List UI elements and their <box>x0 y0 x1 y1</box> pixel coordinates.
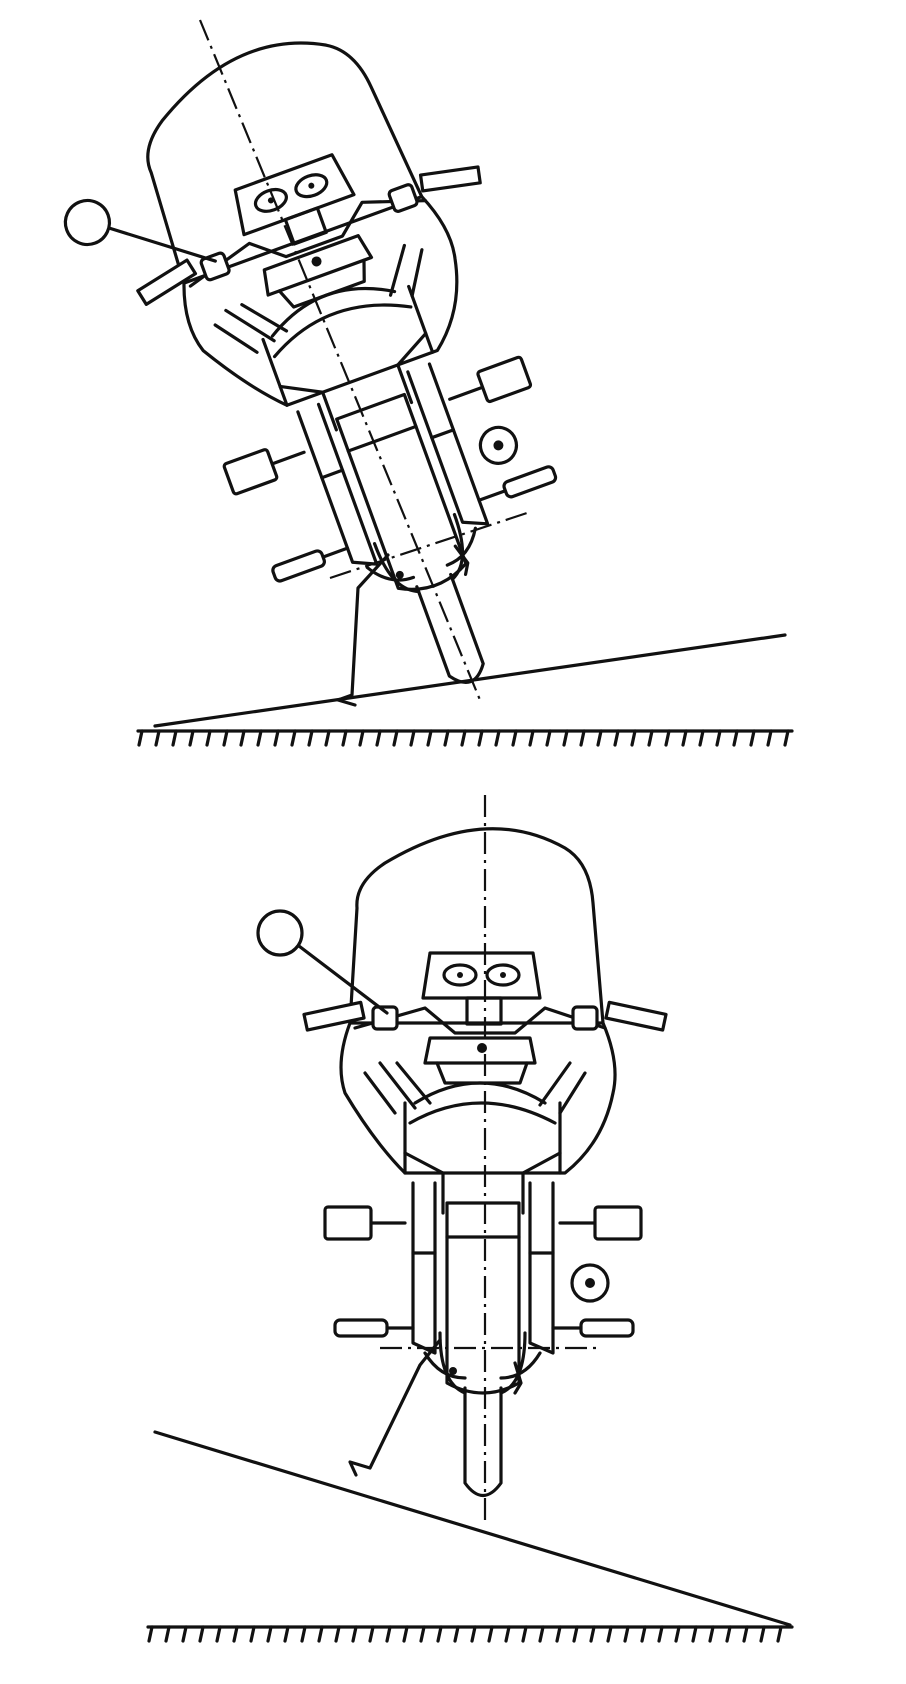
hatch-tick <box>528 729 535 747</box>
hatch-tick <box>409 729 416 747</box>
ground-hatch-top <box>136 729 794 747</box>
hatch-tick <box>300 1625 307 1643</box>
side-stand-top <box>336 553 390 707</box>
hatch-tick <box>579 729 586 747</box>
figure-tilted-on-slope <box>29 0 794 761</box>
hatch-tick <box>317 1625 324 1643</box>
hatch-tick <box>640 1625 647 1643</box>
hatch-tick <box>188 729 195 747</box>
hatch-tick <box>715 729 722 747</box>
hatch-tick <box>351 1625 358 1643</box>
hatch-tick <box>623 1625 630 1643</box>
hatch-tick <box>307 729 314 747</box>
hatch-tick <box>154 729 161 747</box>
hatch-tick <box>419 1625 426 1643</box>
hatch-tick <box>198 1625 205 1643</box>
hatch-tick <box>266 1625 273 1643</box>
hatch-tick <box>477 729 484 747</box>
hatch-tick <box>681 729 688 747</box>
hatch-tick <box>341 729 348 747</box>
hatch-tick <box>249 1625 256 1643</box>
hatch-tick <box>674 1625 681 1643</box>
hatch-tick <box>630 729 637 747</box>
hatch-tick <box>732 729 739 747</box>
hatch-tick <box>759 1625 766 1643</box>
hatch-tick <box>487 1625 494 1643</box>
hatch-tick <box>375 729 382 747</box>
hatch-tick <box>511 729 518 747</box>
figure-upright-on-slope <box>146 795 794 1643</box>
hatch-tick <box>725 1625 732 1643</box>
hatch-tick <box>181 1625 188 1643</box>
hatch-tick <box>137 729 144 747</box>
hatch-tick <box>698 729 705 747</box>
hatch-tick <box>647 729 654 747</box>
hatch-tick <box>283 1625 290 1643</box>
hatch-tick <box>521 1625 528 1643</box>
hatch-tick <box>545 729 552 747</box>
hatch-tick <box>613 729 620 747</box>
hatch-tick <box>494 729 501 747</box>
hatch-tick <box>358 729 365 747</box>
hatch-tick <box>749 729 756 747</box>
hatch-tick <box>215 1625 222 1643</box>
hatch-tick <box>538 1625 545 1643</box>
hatch-tick <box>606 1625 613 1643</box>
hatch-tick <box>402 1625 409 1643</box>
hatch-tick <box>572 1625 579 1643</box>
hatch-tick <box>596 729 603 747</box>
hatch-tick <box>222 729 229 747</box>
hatch-tick <box>385 1625 392 1643</box>
hatch-tick <box>657 1625 664 1643</box>
hatch-tick <box>664 729 671 747</box>
hatch-tick <box>766 729 773 747</box>
hatch-tick <box>708 1625 715 1643</box>
hatch-tick <box>164 1625 171 1643</box>
slope-line-bottom <box>153 1430 792 1627</box>
hatch-tick <box>273 729 280 747</box>
hatch-tick <box>239 729 246 747</box>
hatch-tick <box>470 1625 477 1643</box>
hatch-tick <box>443 729 450 747</box>
hatch-tick <box>742 1625 749 1643</box>
hatch-tick <box>562 729 569 747</box>
hatch-tick <box>776 1625 783 1643</box>
hatch-tick <box>171 729 178 747</box>
hatch-tick <box>334 1625 341 1643</box>
vertical-axis-top <box>198 19 482 701</box>
hatch-tick <box>555 1625 562 1643</box>
hatch-tick <box>589 1625 596 1643</box>
hatch-tick <box>453 1625 460 1643</box>
hatch-tick <box>392 729 399 747</box>
hatch-tick <box>256 729 263 747</box>
hatch-tick <box>504 1625 511 1643</box>
hatch-tick <box>205 729 212 747</box>
motorcycle-tilted <box>29 0 645 761</box>
ground-hatch-bottom <box>146 1625 794 1643</box>
hatch-tick <box>691 1625 698 1643</box>
hatch-tick <box>147 1625 154 1643</box>
hatch-tick <box>426 729 433 747</box>
hatch-tick <box>436 1625 443 1643</box>
side-stand-bottom <box>348 1338 442 1477</box>
hatch-tick <box>324 729 331 747</box>
hatch-tick <box>290 729 297 747</box>
hatch-tick <box>232 1625 239 1643</box>
hatch-tick <box>368 1625 375 1643</box>
motorcycle-upright <box>256 827 668 1498</box>
hatch-tick <box>460 729 467 747</box>
hatch-tick <box>783 729 790 747</box>
